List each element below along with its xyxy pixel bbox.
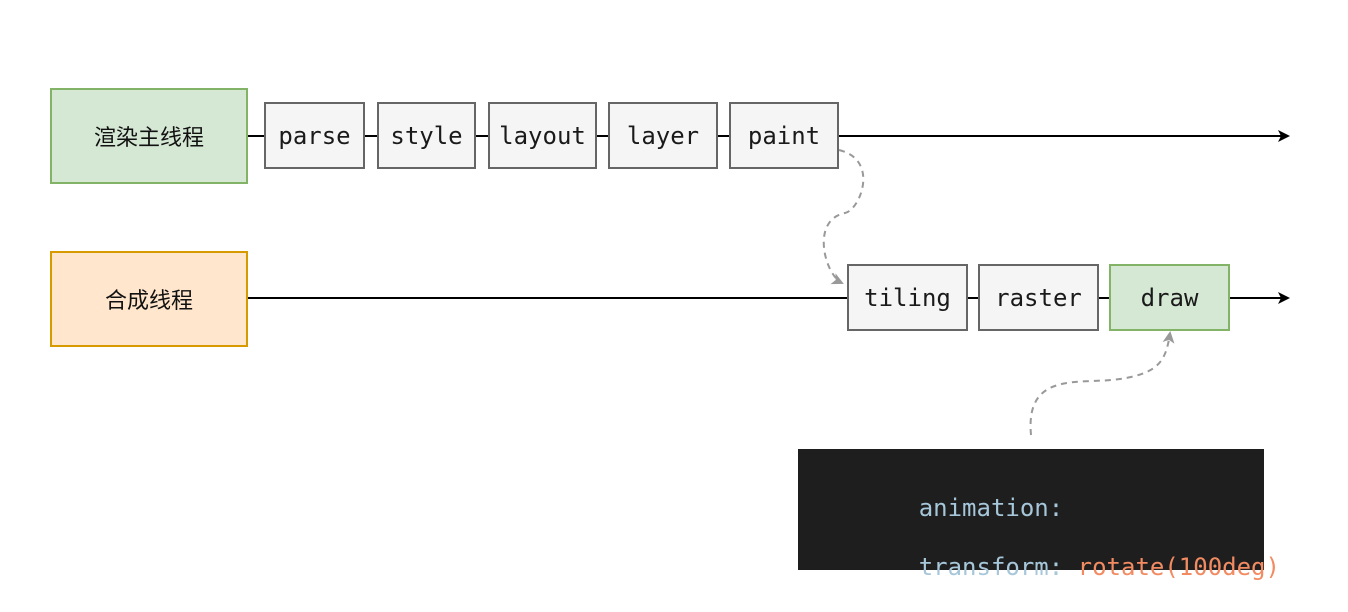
main-thread-label: 渲染主线程 bbox=[93, 126, 204, 151]
code-line-animation: animation: bbox=[832, 463, 1264, 522]
step-raster: raster bbox=[978, 264, 1099, 331]
step-label: style bbox=[390, 121, 463, 150]
step-label: layout bbox=[499, 121, 586, 150]
step-layout: layout bbox=[488, 102, 597, 169]
step-tiling: tiling bbox=[847, 264, 968, 331]
step-draw: draw bbox=[1109, 264, 1230, 331]
code-to-draw-arrow bbox=[1029, 331, 1175, 436]
code-key: transform: bbox=[918, 553, 1064, 581]
main-thread-box: 渲染主线程 bbox=[50, 88, 248, 184]
compositor-thread-box: 合成线程 bbox=[50, 251, 248, 347]
code-line-transform: transform: rotate(100deg) bbox=[832, 522, 1280, 581]
step-layer: layer bbox=[608, 102, 718, 169]
step-label: raster bbox=[995, 283, 1082, 312]
step-paint: paint bbox=[729, 102, 839, 169]
code-snippet: animation: transform: rotate(100deg) bbox=[798, 449, 1280, 581]
step-label: layer bbox=[626, 121, 700, 150]
paint-to-tiling-arrow bbox=[822, 149, 865, 285]
step-style: style bbox=[377, 102, 476, 169]
code-value: rotate(100deg) bbox=[1077, 553, 1280, 581]
step-label: paint bbox=[747, 121, 821, 150]
step-parse: parse bbox=[264, 102, 365, 169]
step-label: draw bbox=[1140, 283, 1199, 312]
code-key: animation: bbox=[918, 494, 1064, 522]
step-label: parse bbox=[278, 121, 351, 150]
step-label: tiling bbox=[864, 283, 951, 312]
compositor-thread-label: 合成线程 bbox=[104, 289, 193, 314]
